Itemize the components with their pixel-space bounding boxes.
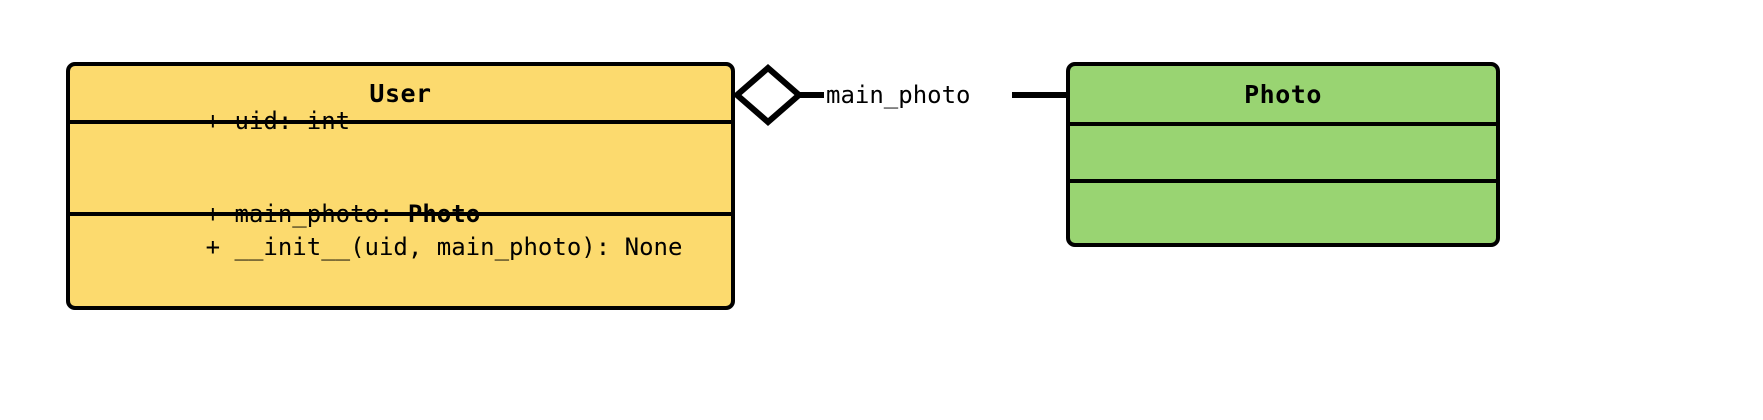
class-methods-user: + __init__(uid, main_photo): None [70,212,731,278]
class-name-label: Photo [1244,79,1322,109]
attribute-row: + uid: int [90,75,711,168]
aggregation-diamond-icon [732,64,804,126]
uml-class-photo[interactable]: Photo [1066,62,1500,247]
class-title-user: User [70,66,731,120]
association-role-label: main_photo [826,81,971,109]
method-text: + __init__(uid, main_photo): None [205,232,683,261]
class-attributes-photo [1070,122,1496,179]
method-row: + __init__(uid, main_photo): None [90,201,711,294]
uml-class-user[interactable]: User + uid: int + main_photo: Photo + __… [66,62,735,310]
class-title-photo: Photo [1070,66,1496,122]
attribute-text: + uid: int [205,107,351,135]
class-name-label: User [369,78,432,108]
class-attributes-user: + uid: int + main_photo: Photo [70,107,731,228]
class-methods-photo [1070,179,1496,239]
